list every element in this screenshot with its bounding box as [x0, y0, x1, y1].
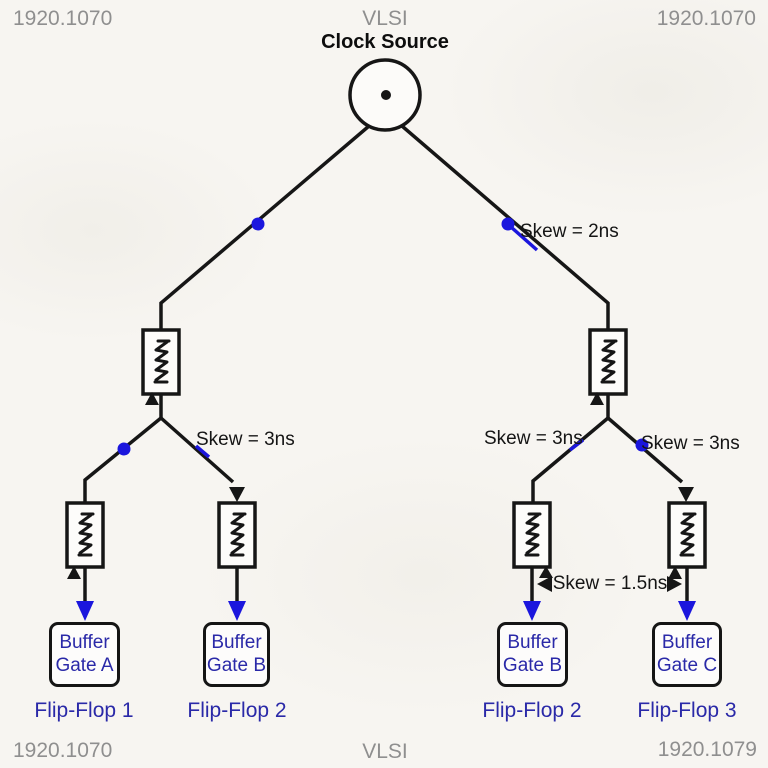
buffer-corner-arrow	[67, 566, 81, 579]
buffer-corner-arrow	[539, 566, 553, 578]
skew-label-left-branch: Skew = 3ns	[196, 429, 295, 450]
flip-flop-2-label: Flip-Flop 2	[187, 699, 287, 722]
buffer-gate-a-box: Buffer Gate A	[49, 622, 120, 687]
buffer-symbol-right	[588, 328, 628, 396]
flip-flop-1-label: Flip-Flop 1	[34, 699, 134, 722]
right-left-blue-segment	[568, 438, 585, 452]
tap-point-dot	[501, 217, 515, 231]
buffer-gate-label: Gate B	[206, 654, 267, 676]
black-arrowhead	[678, 487, 694, 502]
buffer-gate-label: Buffer	[211, 632, 262, 654]
skew-label-right-branch-right: Skew = 3ns	[641, 433, 740, 454]
flip-flop-3-label: Flip-Flop 3	[637, 699, 737, 722]
watermark-top-center: VLSI	[362, 7, 408, 30]
left-right-blue-segment	[194, 444, 211, 459]
buffer-gate-label: Buffer	[59, 632, 110, 654]
watermark-top-right: 1920.1070	[656, 7, 756, 30]
buffer-gate-b2-box: Buffer Gate B	[497, 622, 568, 687]
black-arrowhead	[229, 487, 245, 502]
blue-arrowhead	[76, 601, 94, 621]
buffer-symbol-left	[141, 328, 181, 396]
clock-source-title: Clock Source	[321, 31, 449, 53]
right-arrowhead	[667, 576, 682, 592]
skew-label-bottom: Skew = 1.5ns	[552, 573, 668, 594]
buffer-corner-arrow	[145, 392, 159, 405]
root-right-wire	[400, 124, 610, 330]
root-right-blue-segment	[509, 225, 539, 252]
clock-source-icon	[348, 58, 422, 132]
buffer-symbol-ff1	[65, 501, 105, 569]
blue-arrowhead	[523, 601, 541, 621]
buffer-gate-c-box: Buffer Gate C	[652, 622, 722, 687]
tap-point-dot	[635, 438, 649, 452]
watermark-bottom-right: 1920.1079	[657, 738, 757, 761]
buffer-symbol-ff2a	[217, 501, 257, 569]
buffer-gate-label: Buffer	[507, 632, 558, 654]
left-left-wire	[83, 416, 163, 503]
buffer-gate-label: Gate B	[502, 654, 563, 676]
blue-arrowhead	[678, 601, 696, 621]
buffer-gate-b-box: Buffer Gate B	[203, 622, 270, 687]
buffer-gate-label: Gate A	[55, 654, 114, 676]
skew-label-root-right: Skew = 2ns	[520, 221, 619, 242]
watermark-top-left: 1920.1070	[13, 7, 113, 30]
flip-flop-2b-label: Flip-Flop 2	[482, 699, 582, 722]
left-arrowhead	[537, 576, 552, 592]
skew-label-right-branch-left: Skew = 3ns	[484, 428, 583, 449]
blue-arrowhead	[228, 601, 246, 621]
watermark-bottom-center: VLSI	[362, 740, 408, 763]
root-left-wire	[159, 124, 371, 330]
buffer-symbol-ff3	[667, 501, 707, 569]
buffer-gate-label: Buffer	[661, 632, 713, 654]
tap-point-dot	[251, 217, 265, 231]
buffer-corner-arrow	[668, 566, 682, 579]
watermark-bottom-left: 1920.1070	[13, 739, 113, 762]
buffer-symbol-ff2b	[512, 501, 552, 569]
buffer-corner-arrow	[590, 392, 604, 405]
right-left-wire	[531, 416, 610, 503]
buffer-gate-label: Gate C	[656, 654, 718, 676]
left-right-wire	[159, 416, 235, 484]
tap-point-dot	[117, 442, 131, 456]
